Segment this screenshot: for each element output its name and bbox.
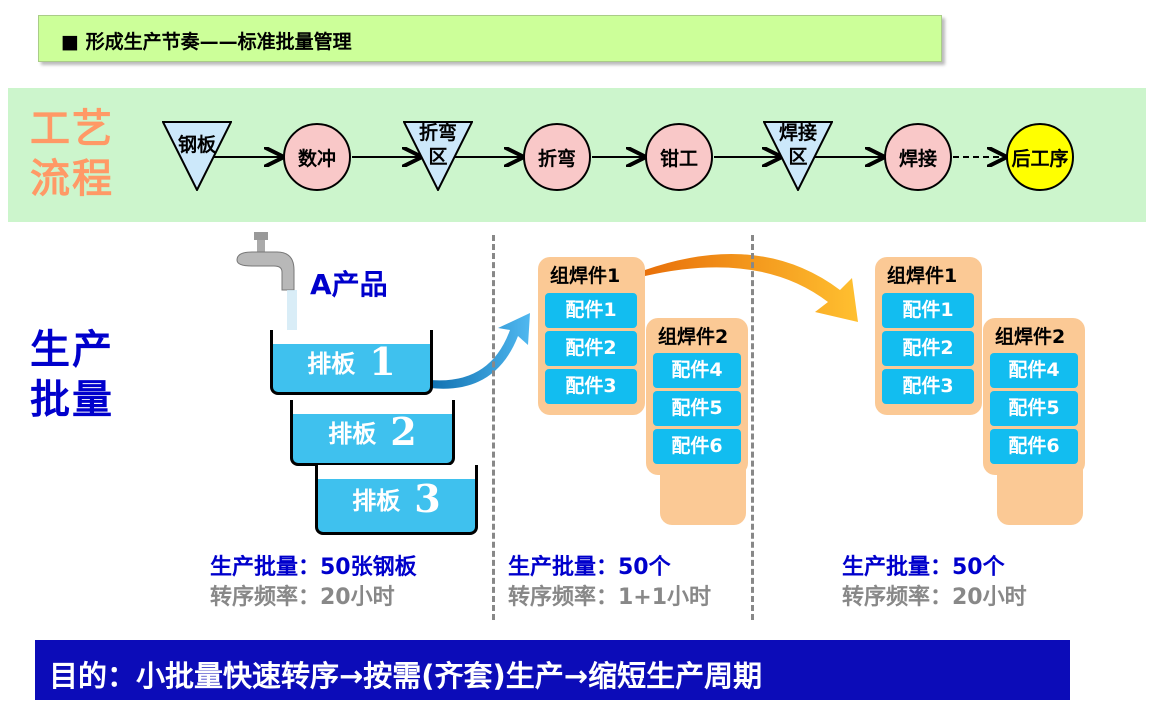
buffer-zone: 折弯区	[403, 121, 473, 191]
process-step-label: 折弯	[537, 147, 576, 170]
batch-size: 生产批量：50个	[508, 555, 671, 580]
part-item: 配件5	[653, 391, 741, 426]
buffer-zone-label: 焊接区	[778, 122, 817, 168]
batch-size: 生产批量：50张钢板	[210, 555, 417, 580]
process-step: 数冲	[283, 123, 351, 191]
tank-number: 2	[390, 409, 417, 454]
tank-number: 3	[414, 476, 441, 521]
column-2-info: 生产批量：50个转序频率：1+1小时	[508, 553, 711, 613]
blue-curved-arrow	[430, 313, 530, 389]
part-item: 配件2	[882, 331, 974, 366]
buffer-zone: 焊接区	[763, 121, 833, 191]
triangle-icon	[162, 121, 232, 191]
tank-2: 排板 2	[290, 400, 455, 466]
group-title: 组焊件1	[550, 265, 621, 287]
process-step-label: 后工序	[1011, 147, 1069, 170]
batch-label-line: 生产	[30, 327, 114, 373]
tank-label: 排板	[328, 420, 377, 448]
process-step-label: 钳工	[659, 147, 698, 170]
process-step-label: 焊接	[898, 147, 937, 170]
tank-1: 排板 1	[270, 330, 433, 395]
buffer-zone-label: 钢板	[177, 134, 216, 156]
column-3-info: 生产批量：50个转序频率：20小时	[842, 553, 1027, 613]
process-label: 工艺流程	[30, 104, 114, 204]
group-title: 组焊件2	[658, 326, 729, 348]
group-title: 组焊件2	[995, 326, 1066, 348]
faucet-icon	[236, 232, 297, 335]
part-item: 配件2	[545, 331, 637, 366]
tank-label: 排板	[352, 487, 401, 515]
process-step: 焊接	[884, 123, 952, 191]
orange-curved-arrow	[645, 254, 858, 322]
tank-3: 排板 3	[315, 465, 478, 535]
tank-number: 1	[369, 338, 396, 384]
column-1-info: 生产批量：50张钢板转序频率：20小时	[210, 553, 417, 613]
part-item: 配件4	[990, 353, 1078, 388]
transfer-frequency: 转序频率：20小时	[210, 585, 395, 610]
triangle-icon	[403, 121, 473, 191]
slide-header: ■ 形成生产节奏——标准批量管理	[38, 15, 942, 62]
part-item: 配件6	[653, 429, 741, 464]
process-step-label: 数冲	[297, 147, 336, 170]
part-item: 配件5	[990, 391, 1078, 426]
part-item: 配件1	[545, 293, 637, 328]
part-item: 配件6	[990, 429, 1078, 464]
divider	[751, 235, 754, 620]
product-label: A产品	[310, 268, 388, 301]
buffer-zone-label: 折弯区	[418, 122, 457, 168]
triangle-icon	[763, 121, 833, 191]
batch-label: 生产批量	[30, 325, 114, 425]
part-item: 配件3	[545, 369, 637, 404]
process-step: 钳工	[645, 123, 713, 191]
divider	[492, 235, 495, 620]
tank-label: 排板	[307, 349, 356, 378]
goal-banner: 目的：小批量快速转序→按需(齐套)生产→缩短生产周期	[35, 640, 1070, 700]
process-label-line: 工艺	[30, 106, 114, 152]
group-title: 组焊件1	[887, 265, 958, 287]
buffer-zone: 钢板	[162, 121, 232, 191]
batch-label-line: 批量	[30, 377, 114, 423]
part-item: 配件1	[882, 293, 974, 328]
batch-size: 生产批量：50个	[842, 555, 1005, 580]
process-label-line: 流程	[30, 156, 114, 202]
process-step: 折弯	[523, 123, 591, 191]
transfer-frequency: 转序频率：20小时	[842, 585, 1027, 610]
process-step: 后工序	[1006, 123, 1074, 191]
transfer-frequency: 转序频率：1+1小时	[508, 585, 712, 610]
part-item: 配件4	[653, 353, 741, 388]
part-item: 配件3	[882, 369, 974, 404]
